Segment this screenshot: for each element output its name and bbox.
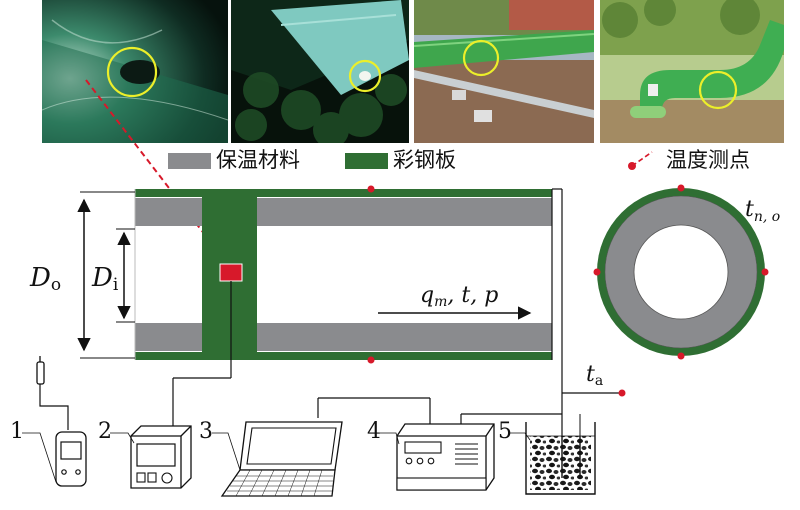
- photo-night-pipe-2: [231, 0, 409, 143]
- photo-pipeline-field: [414, 0, 594, 143]
- sensor-highlight-circle: [106, 46, 158, 98]
- steel-legend-swatch: [345, 153, 388, 169]
- device-number-3: 3: [199, 419, 213, 444]
- outer-diameter-label: Do: [29, 263, 61, 295]
- handheld-thermometer: [36, 356, 87, 487]
- surface-temp-label: tn, o: [745, 197, 780, 225]
- ambient-temp-label: ta: [586, 362, 603, 389]
- pipe-top-shell: [135, 189, 552, 197]
- inner-sensor-block: [219, 263, 243, 282]
- device-number-5: 5: [498, 419, 512, 444]
- sensor-highlight-circle: [462, 39, 500, 77]
- insulation-legend-label: 保温材料: [216, 148, 300, 172]
- flow-parameters-label: qm, t, p: [420, 283, 498, 310]
- insulation-legend-swatch: [168, 153, 211, 169]
- bottom-surface-sensor: [367, 356, 375, 364]
- sensor-highlight-circle: [698, 70, 738, 110]
- temperature-meter: [130, 425, 192, 489]
- cross-section-sensor-right: [761, 268, 769, 276]
- photo-pipe-elbow: [600, 0, 784, 143]
- data-logger: [396, 423, 495, 491]
- device-number-2: 2: [98, 419, 112, 444]
- laptop-computer: [220, 421, 343, 497]
- cross-section-bore: [633, 224, 729, 320]
- pipe-top-insulation: [135, 198, 552, 226]
- ambient-sensor: [618, 389, 626, 397]
- inner-diameter-label: Di: [91, 263, 119, 295]
- cross-section-sensor-left: [593, 268, 601, 276]
- ice-bath-beaker: [525, 422, 596, 495]
- cross-section-sensor-top: [677, 184, 685, 192]
- device-number-4: 4: [367, 419, 381, 444]
- cross-section-sensor-bottom: [677, 352, 685, 360]
- steel-legend-label: 彩钢板: [393, 148, 456, 172]
- sensor-legend-label: 温度测点: [666, 148, 750, 172]
- sensor-highlight-circle: [348, 59, 382, 93]
- pipe-bottom-insulation: [135, 323, 552, 351]
- pipe-bottom-shell: [135, 352, 552, 360]
- photo-night-pipe-1: [42, 0, 228, 143]
- top-surface-sensor: [367, 185, 375, 193]
- device-number-1: 1: [10, 419, 24, 444]
- sensor-legend-leader: [631, 151, 653, 167]
